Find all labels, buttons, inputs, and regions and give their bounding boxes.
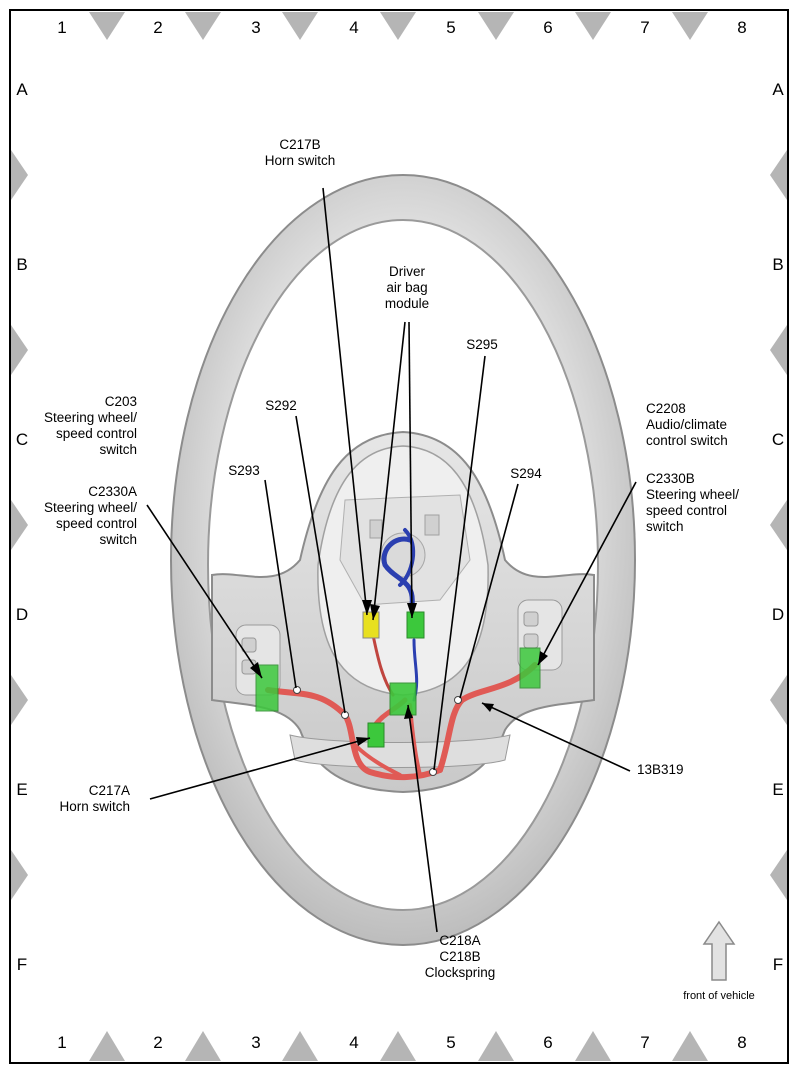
callout-line: speed control [56, 516, 137, 531]
diagram-frame [9, 9, 789, 1064]
grid-row-label: A [772, 80, 784, 99]
grid-markers-bottom [89, 1031, 708, 1061]
grid-row-label: A [16, 80, 28, 99]
label-s295: S295 [466, 337, 498, 352]
grid-column-label: 4 [349, 18, 358, 37]
grid-column-label: 3 [251, 1033, 260, 1052]
connectors [255, 611, 541, 776]
grid-column-labels-bottom: 1 2 3 4 5 6 7 8 [57, 1033, 746, 1052]
grid-row-label: D [772, 605, 784, 624]
callout-line: switch [99, 532, 137, 547]
callout-line: switch [99, 442, 137, 457]
label-s294: S294 [510, 466, 542, 481]
callout-line: C2208 [646, 401, 686, 416]
grid-column-label: 5 [446, 1033, 455, 1052]
callout-line: switch [646, 519, 684, 534]
connector-c2330b [519, 647, 541, 689]
leader-arrowheads [250, 600, 548, 746]
grid-column-label: 6 [543, 1033, 552, 1052]
steering-wheel [170, 174, 636, 946]
grid-row-labels-right: A B C D E F [772, 80, 784, 974]
label-s293: S293 [228, 463, 260, 478]
grid-column-label: 8 [737, 18, 746, 37]
grid-column-label: 2 [153, 1033, 162, 1052]
callout-line: Steering wheel/ [646, 487, 739, 502]
grid-markers-left [11, 150, 28, 900]
grid-column-label: 7 [640, 1033, 649, 1052]
callout-line: air bag [386, 280, 427, 295]
grid-markers-top [89, 12, 708, 40]
front-of-vehicle-indicator: front of vehicle [683, 920, 755, 1002]
callout-line: Audio/climate [646, 417, 727, 432]
callout-line: S292 [265, 398, 297, 413]
callout-line: C2330B [646, 471, 695, 486]
callout-line: speed control [646, 503, 727, 518]
callout-line: S295 [466, 337, 498, 352]
callout-line: speed control [56, 426, 137, 441]
callout-line: Steering wheel/ [44, 410, 137, 425]
grid-column-label: 4 [349, 1033, 358, 1052]
grid-column-label: 6 [543, 18, 552, 37]
callout-line: Steering wheel/ [44, 500, 137, 515]
grid-row-label: E [772, 780, 783, 799]
grid-row-label: F [773, 955, 783, 974]
grid-row-labels-left: A B C D E F [16, 80, 28, 974]
callout-line: C217A [89, 783, 130, 798]
callout-line: C217B [279, 137, 320, 152]
callout-line: C218A [439, 933, 480, 948]
grid-column-label: 1 [57, 1033, 66, 1052]
callout-line: module [385, 296, 429, 311]
grid-column-label: 8 [737, 1033, 746, 1052]
grid-row-label: B [772, 255, 783, 274]
callout-line: control switch [646, 433, 728, 448]
grid-column-label: 3 [251, 18, 260, 37]
callout-line: C203 [105, 394, 137, 409]
grid-column-labels-top: 1 2 3 4 5 6 7 8 [57, 18, 746, 37]
connector-c218 [389, 682, 417, 716]
grid-column-label: 5 [446, 18, 455, 37]
grid-row-label: E [16, 780, 27, 799]
connector-c217b [362, 611, 380, 639]
arrow-up-icon [702, 920, 736, 981]
grid-column-label: 1 [57, 18, 66, 37]
grid-column-label: 2 [153, 18, 162, 37]
grid-row-label: C [16, 430, 28, 449]
grid-column-label: 7 [640, 18, 649, 37]
callout-line: Horn switch [59, 799, 130, 814]
front-of-vehicle-label: front of vehicle [683, 990, 755, 1002]
callout-line: 13B319 [637, 762, 684, 777]
callout-line: C218B [439, 949, 480, 964]
callout-line: C2330A [88, 484, 137, 499]
leader-lines [146, 187, 637, 933]
grid-row-label: C [772, 430, 784, 449]
callout-line: S294 [510, 466, 542, 481]
grid-row-label: F [17, 955, 27, 974]
callout-line: Driver [389, 264, 426, 279]
callout-line: Clockspring [425, 965, 496, 980]
grid-row-label: D [16, 605, 28, 624]
label-s292: S292 [265, 398, 297, 413]
connector-c217a [367, 722, 385, 748]
grid-row-label: B [16, 255, 27, 274]
callout-line: S293 [228, 463, 260, 478]
grid-markers-right [770, 150, 787, 900]
label-13b319: 13B319 [637, 762, 684, 777]
connector-airbag [406, 611, 425, 639]
callout-line: Horn switch [265, 153, 336, 168]
